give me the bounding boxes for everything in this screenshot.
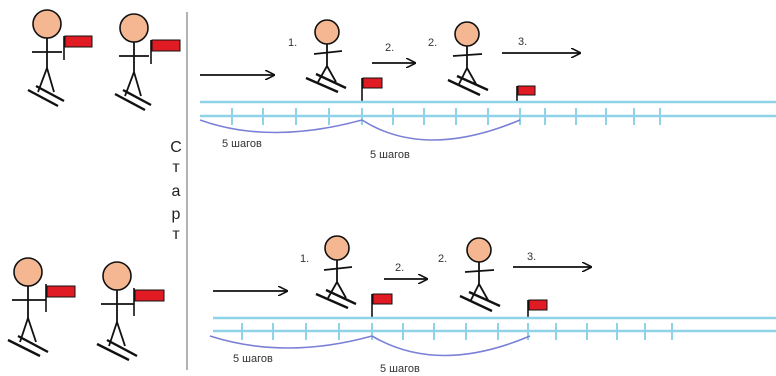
start-letter: т [172, 159, 180, 176]
track-flag-marker [516, 85, 536, 103]
red-flag-icon [134, 289, 165, 302]
step-number: 3. [527, 251, 536, 263]
waiting-skier-with-flag [7, 257, 76, 358]
waiting-skier-with-flag [114, 13, 181, 112]
step-number: 2. [385, 42, 394, 54]
step-number: 3. [518, 36, 527, 48]
five-steps-arc [361, 119, 521, 141]
bottom-row: 1. 2. 2. 3. [7, 235, 776, 375]
five-steps-arc [199, 119, 363, 134]
step-number: 1. [300, 253, 309, 265]
step-number: 2. [438, 253, 447, 265]
waiting-skier-with-flag [27, 9, 93, 108]
track-flag-marker [361, 77, 383, 101]
start-letter: р [172, 206, 181, 223]
red-flag-icon [151, 39, 181, 52]
ski-track [200, 100, 776, 125]
track-flag-marker [371, 293, 393, 318]
top-row: 1. 2. 2. 3. [27, 9, 776, 161]
ski-track [213, 316, 776, 340]
red-flag-icon [64, 35, 93, 48]
step-number: 1. [288, 37, 297, 49]
red-flag-icon [372, 293, 393, 305]
moving-skier [447, 21, 489, 97]
arc-label: 5 шагов [380, 363, 420, 375]
arc-label: 5 шагов [233, 353, 273, 365]
red-flag-icon [517, 85, 536, 96]
track-flag-marker [527, 299, 548, 319]
moving-skier [459, 237, 501, 313]
moving-skier [315, 235, 357, 310]
red-flag-icon [46, 285, 76, 298]
arc-label: 5 шагов [370, 149, 410, 161]
step-number: 2. [395, 262, 404, 274]
start-letter: т [172, 226, 180, 243]
five-steps-arc [371, 335, 531, 357]
arc-label: 5 шагов [222, 138, 262, 150]
start-letter: С [170, 139, 182, 156]
red-flag-icon [528, 299, 548, 311]
red-flag-icon [362, 77, 383, 89]
waiting-skier-with-flag [96, 261, 165, 362]
start-label: С т а р т [170, 139, 182, 243]
step-number: 2. [428, 37, 437, 49]
five-steps-arc [209, 335, 373, 349]
start-letter: а [172, 183, 181, 200]
moving-skier [305, 19, 347, 94]
